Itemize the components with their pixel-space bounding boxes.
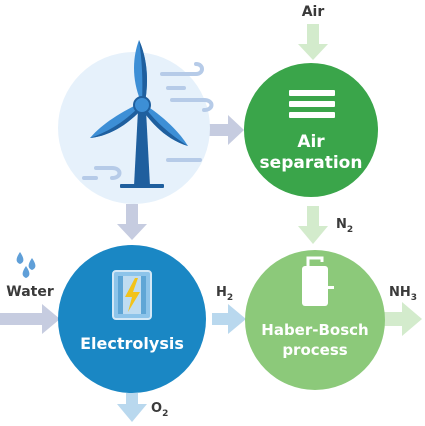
layers-icon	[289, 90, 335, 118]
air-separation-node: Air separation	[244, 63, 378, 197]
wind-to-electrolysis-arrow	[117, 204, 147, 240]
air-separation-circle	[244, 63, 378, 197]
wind-turbine-icon	[90, 40, 188, 188]
electrolysis-label: Electrolysis	[80, 334, 184, 353]
wind-gust-icon	[82, 62, 214, 180]
reactor-tank-icon	[302, 256, 334, 306]
air-input-arrow	[298, 24, 328, 60]
nitrogen-label: N2	[336, 217, 353, 235]
electrolysis-node: Electrolysis	[58, 245, 206, 393]
wind-node	[58, 40, 214, 204]
air-input-label: Air	[302, 4, 325, 20]
hydrogen-label: H2	[216, 285, 233, 303]
haber-bosch-label-line1: Haber-Bosch	[261, 321, 368, 339]
water-input-arrow	[0, 304, 60, 334]
wind-to-air-separation-arrow	[208, 115, 244, 145]
ammonia-output-arrow	[382, 302, 422, 336]
haber-bosch-label-line2: process	[282, 341, 347, 359]
nitrogen-arrow	[298, 206, 328, 244]
electrolysis-cell-icon	[112, 270, 152, 320]
air-separation-label-line1: Air	[297, 132, 325, 152]
ammonia-label: NH3	[389, 285, 417, 303]
water-input-label: Water	[6, 284, 54, 300]
haber-bosch-circle	[245, 250, 385, 390]
air-separation-label-line2: separation	[260, 153, 363, 173]
oxygen-label: O2	[151, 401, 168, 419]
water-drops-icon	[16, 252, 36, 278]
haber-bosch-node: Haber-Bosch process	[245, 250, 385, 390]
oxygen-output-arrow	[117, 393, 147, 422]
hydrogen-arrow	[212, 304, 246, 334]
